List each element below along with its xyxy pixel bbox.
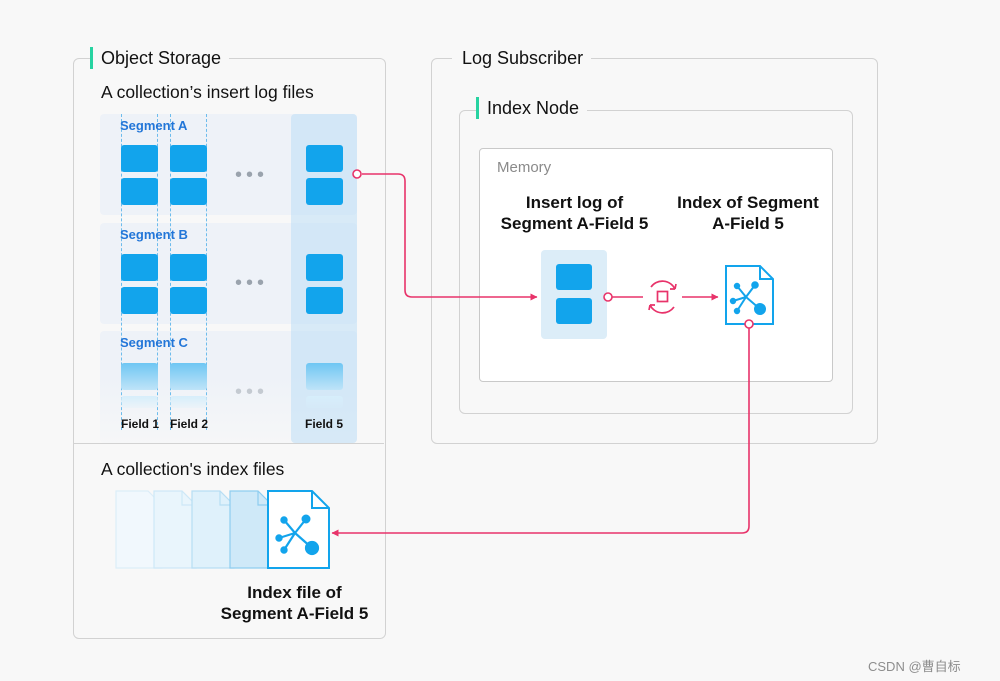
- insert-log-label: Insert log of Segment A-Field 5: [487, 192, 662, 234]
- index-file-ghost: [229, 490, 273, 569]
- watermark: CSDN @曹自标: [868, 659, 961, 674]
- segment-c-field-2-cell: [170, 363, 207, 390]
- index-segment-label-line-1: Index of Segment: [677, 193, 819, 212]
- index-file-label-line-2: Segment A-Field 5: [220, 604, 369, 623]
- segment-c-ellipsis: •••: [235, 381, 269, 403]
- segment-c-field-5-cell: [306, 363, 343, 390]
- index-segment-label-line-2: A-Field 5: [712, 214, 784, 233]
- segment-b-field-5-cell: [306, 254, 343, 281]
- segment-a-field-5-cell: [306, 178, 343, 205]
- segment-c-field-1-cell: [121, 363, 158, 390]
- insert-log-label-line-1: Insert log of: [525, 193, 624, 212]
- index-document-icon: [725, 265, 774, 325]
- segment-a-field-5-cell: [306, 145, 343, 172]
- object-storage-title: Object Storage: [90, 47, 230, 69]
- index-node-title: Index Node: [476, 97, 588, 119]
- memory-label: Memory: [497, 159, 552, 176]
- index-file-stack: [115, 490, 330, 569]
- segment-a-field-1-cell: [121, 178, 158, 205]
- index-segment-label: Index of Segment A-Field 5: [662, 192, 834, 234]
- index-file-icon: [267, 490, 330, 569]
- segment-a-label: Segment A: [120, 118, 188, 133]
- log-subscriber-title: Log Subscriber: [452, 47, 592, 69]
- segment-b-ellipsis: •••: [235, 272, 269, 294]
- memory-box: [479, 148, 833, 382]
- segment-c-field-1-cell: [121, 396, 158, 408]
- segment-b-field-2-cell: [170, 287, 207, 314]
- segment-b-field-2-cell: [170, 254, 207, 281]
- field-1-label: Field 1: [121, 417, 160, 431]
- field-5-label: Field 5: [305, 417, 344, 431]
- index-file-label: Index file of Segment A-Field 5: [202, 582, 387, 624]
- segment-c-field-2-cell: [170, 396, 207, 408]
- insert-log-files-title: A collection’s insert log files: [101, 82, 314, 102]
- segment-c-label: Segment C: [120, 335, 188, 350]
- index-file-label-line-1: Index file of: [247, 583, 342, 602]
- insert-log-label-line-2: Segment A-Field 5: [500, 214, 649, 233]
- segment-a-field-2-cell: [170, 145, 207, 172]
- field-2-label: Field 2: [170, 417, 209, 431]
- memory-insert-log-cell: [556, 298, 592, 324]
- segment-a-field-1-cell: [121, 145, 158, 172]
- segment-b-label: Segment B: [120, 227, 188, 242]
- index-file-ghost: [191, 490, 235, 569]
- segment-a-ellipsis: •••: [235, 164, 269, 186]
- segment-b-field-5-cell: [306, 287, 343, 314]
- object-storage-divider: [74, 443, 384, 444]
- memory-insert-log-cell: [556, 264, 592, 290]
- segment-a-field-2-cell: [170, 178, 207, 205]
- segment-b-field-1-cell: [121, 287, 158, 314]
- index-files-title: A collection's index files: [101, 459, 285, 479]
- segment-b-field-1-cell: [121, 254, 158, 281]
- segment-c-field-5-cell: [306, 396, 343, 408]
- index-file-ghost: [153, 490, 197, 569]
